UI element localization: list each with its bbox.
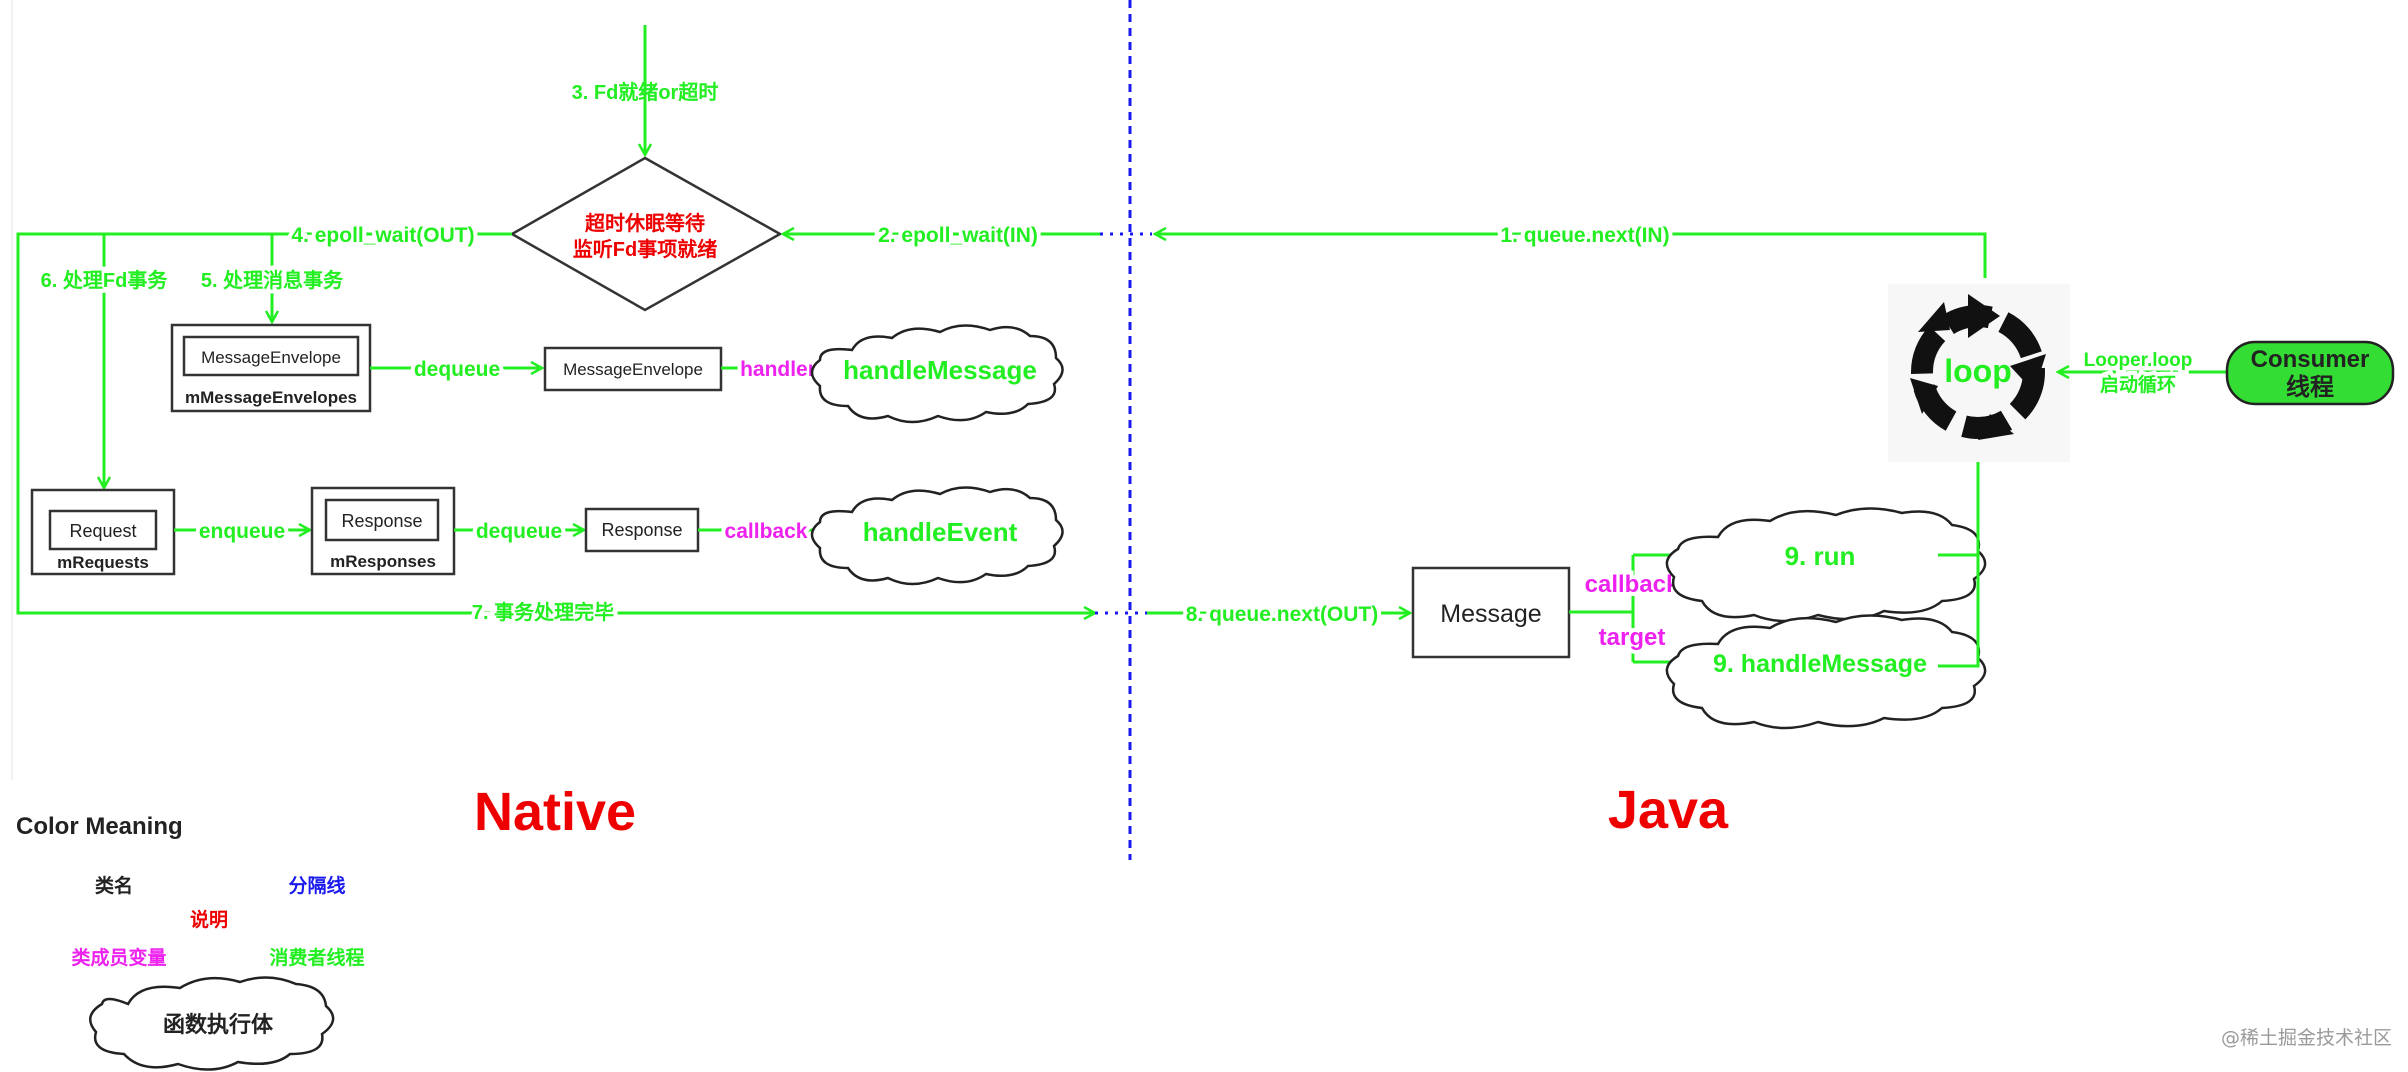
label-step2: 2. epoll_wait(IN) [878, 224, 1038, 247]
request-inner-label: Request [69, 521, 136, 541]
label-callback-java: callback [1585, 571, 1680, 598]
label-enqueue: enqueue [199, 520, 285, 543]
cloud-handle-message-java: 9. handleMessage [1665, 614, 1987, 730]
response-label: Response [601, 520, 682, 540]
watermark: @稀土掘金技术社区 [2221, 1027, 2392, 1049]
cloud-shape [1665, 614, 1987, 730]
request-inner-box [48, 509, 158, 551]
label-looper-loop: Looper.loop [2084, 350, 2193, 371]
message-box [1411, 566, 1571, 659]
label-callback-native: callback [725, 520, 808, 543]
message-envelope-inner-label: MessageEnvelope [201, 348, 341, 367]
label-step6: 6. 处理Fd事务 [41, 268, 169, 292]
loop-label: loop [1944, 353, 2012, 389]
legend-function-body: 函数执行体 [163, 1012, 274, 1037]
consumer-label-line2: 线程 [2286, 374, 2334, 401]
cloud-handle-event: handleEvent [810, 486, 1064, 586]
epoll-text-line2: 监听Fd事项就绪 [573, 237, 717, 261]
epoll-text-line1: 超时休眠等待 [584, 211, 705, 235]
cloud-shape [810, 324, 1064, 424]
legend-member-var: 类成员变量 [71, 946, 166, 969]
legend-cloud-shape [89, 976, 335, 1071]
color-legend: Color Meaning 类名 分隔线 说明 类成员变量 消费者线程 函数执行… [16, 813, 365, 1071]
label-step3: 3. Fd就绪or超时 [572, 80, 719, 104]
message-envelopes-member-label: mMessageEnvelopes [185, 388, 357, 407]
function-handle-event: handleEvent [863, 517, 1018, 547]
label-step4: 4. epoll_wait(OUT) [291, 224, 474, 247]
label-dequeue-1: dequeue [414, 358, 500, 381]
label-step1: 1. queue.next(IN) [1500, 224, 1669, 247]
label-step7: 7. 事务处理完毕 [472, 600, 614, 624]
loop-cycle-icon: loop [1888, 284, 2070, 462]
legend-divider: 分隔线 [288, 874, 345, 897]
message-envelope-inner-box [182, 335, 360, 377]
function-handle-message-java: 9. handleMessage [1713, 650, 1927, 678]
epoll-diamond [509, 156, 783, 312]
consumer-label-line1: Consumer [2251, 346, 2370, 373]
section-java: Java [1608, 780, 1729, 840]
message-label: Message [1440, 600, 1541, 628]
cloud-run: 9. run [1665, 507, 1987, 623]
responses-member-label: mResponses [330, 552, 436, 571]
cloud-shape [1665, 507, 1987, 623]
response-box [584, 507, 700, 553]
label-step8: 8. queue.next(OUT) [1186, 603, 1379, 626]
response-inner-box [324, 498, 440, 542]
consumer-thread-node [2225, 340, 2395, 406]
function-run: 9. run [1785, 541, 1856, 571]
legend-note: 说明 [190, 908, 228, 931]
legend-title: Color Meaning [16, 813, 183, 840]
response-inner-label: Response [341, 511, 422, 531]
legend-class-name: 类名 [95, 874, 133, 897]
arrow-step1 [1155, 234, 1987, 278]
label-handler: handler [740, 358, 816, 381]
label-target: target [1599, 624, 1666, 651]
cloud-shape [810, 486, 1064, 586]
legend-consumer-thread: 消费者线程 [269, 946, 364, 969]
label-start-loop: 启动循环 [2100, 373, 2176, 396]
section-native: Native [474, 782, 636, 842]
edge-handle-message-to-loop [1938, 555, 1980, 668]
cloud-handle-message-native: handleMessage [810, 324, 1064, 424]
label-dequeue-2: dequeue [476, 520, 562, 543]
arrow-step4-step7 [16, 232, 1095, 613]
function-handle-message-native: handleMessage [843, 355, 1037, 385]
requests-member-label: mRequests [57, 553, 149, 572]
label-step5: 5. 处理消息事务 [201, 268, 344, 292]
message-envelope-label: MessageEnvelope [563, 360, 703, 379]
